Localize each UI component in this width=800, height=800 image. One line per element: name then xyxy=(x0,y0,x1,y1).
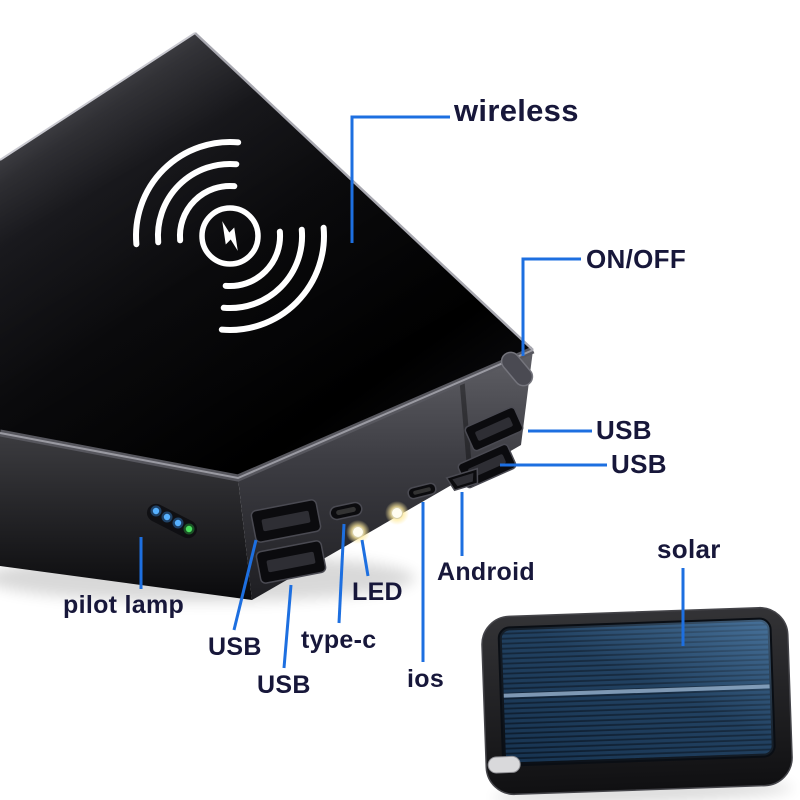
label-usb-right-top: USB xyxy=(596,415,652,445)
label-usb-left-top: USB xyxy=(208,633,262,661)
wireless-arc-down-1 xyxy=(222,228,284,290)
usb-port-right-top xyxy=(464,406,524,452)
led-flashlight-right xyxy=(385,501,409,525)
powerbank-front-face xyxy=(238,350,533,600)
label-ios: ios xyxy=(407,665,445,693)
usb-port-left-bottom xyxy=(255,540,327,584)
type-c-slot xyxy=(336,506,356,516)
micro-usb-port-android xyxy=(445,467,479,492)
callout-line-usb-left-top xyxy=(232,539,258,631)
micro-usb-slot xyxy=(452,472,474,487)
solar-panel-divider xyxy=(503,684,770,698)
callout-line-usb-left-bottom xyxy=(282,584,293,669)
wireless-icon-circle xyxy=(199,205,261,267)
usb-port-tongue xyxy=(261,510,311,532)
label-on-off: ON/OFF xyxy=(586,244,687,274)
led-flashlight-left xyxy=(346,520,370,544)
glass-reflection xyxy=(0,33,533,478)
usb-port-left-top xyxy=(250,499,322,543)
wireless-arc-up-3 xyxy=(133,139,242,248)
lightning-bolt-icon xyxy=(222,221,238,251)
label-solar: solar xyxy=(657,534,721,564)
powerbank-illustration xyxy=(0,32,535,600)
powerbank-left-face xyxy=(0,433,252,600)
led-bulb xyxy=(391,507,403,519)
power-button xyxy=(500,351,534,387)
pilot-lamp-recess xyxy=(146,503,198,539)
led-bulb xyxy=(352,526,364,538)
wireless-arc-up-2 xyxy=(154,160,240,246)
lightning-port-ios xyxy=(407,482,437,500)
label-wireless: wireless xyxy=(454,93,579,128)
wireless-charging-icon xyxy=(133,139,327,333)
wireless-arc-down-2 xyxy=(220,226,306,312)
usb-port-tongue xyxy=(266,551,316,573)
label-android: Android xyxy=(437,558,535,586)
pilot-led-blue xyxy=(152,507,160,515)
label-type-c: type-c xyxy=(301,626,377,654)
pilot-led-green xyxy=(185,525,193,533)
ios-port-slot xyxy=(413,487,431,495)
pilot-led-blue xyxy=(174,519,182,527)
callout-lines xyxy=(139,115,685,669)
bevel-highlight xyxy=(0,349,534,480)
callout-line-led xyxy=(360,539,370,577)
solar-powerbank-illustration xyxy=(481,606,794,800)
label-usb-left-bottom: USB xyxy=(257,671,311,699)
power-button-cap xyxy=(500,351,534,387)
label-pilot-lamp: pilot lamp xyxy=(63,591,185,619)
label-usb-right-bottom: USB xyxy=(611,449,667,479)
wireless-arc-down-3 xyxy=(218,224,327,333)
usb-port-tongue xyxy=(475,417,513,441)
type-c-port xyxy=(329,501,363,521)
wireless-arc-up-1 xyxy=(176,182,238,244)
top-edge-highlight xyxy=(194,32,534,351)
pilot-led-blue xyxy=(163,513,171,521)
callout-line-on-off xyxy=(521,257,581,356)
callout-line-type-c xyxy=(337,523,346,624)
callout-line-wireless xyxy=(350,115,450,243)
label-led: LED xyxy=(352,578,403,606)
pilot-lamp-indicators xyxy=(146,503,198,539)
solar-side-button xyxy=(487,755,521,774)
left-edge-highlight xyxy=(0,32,196,161)
